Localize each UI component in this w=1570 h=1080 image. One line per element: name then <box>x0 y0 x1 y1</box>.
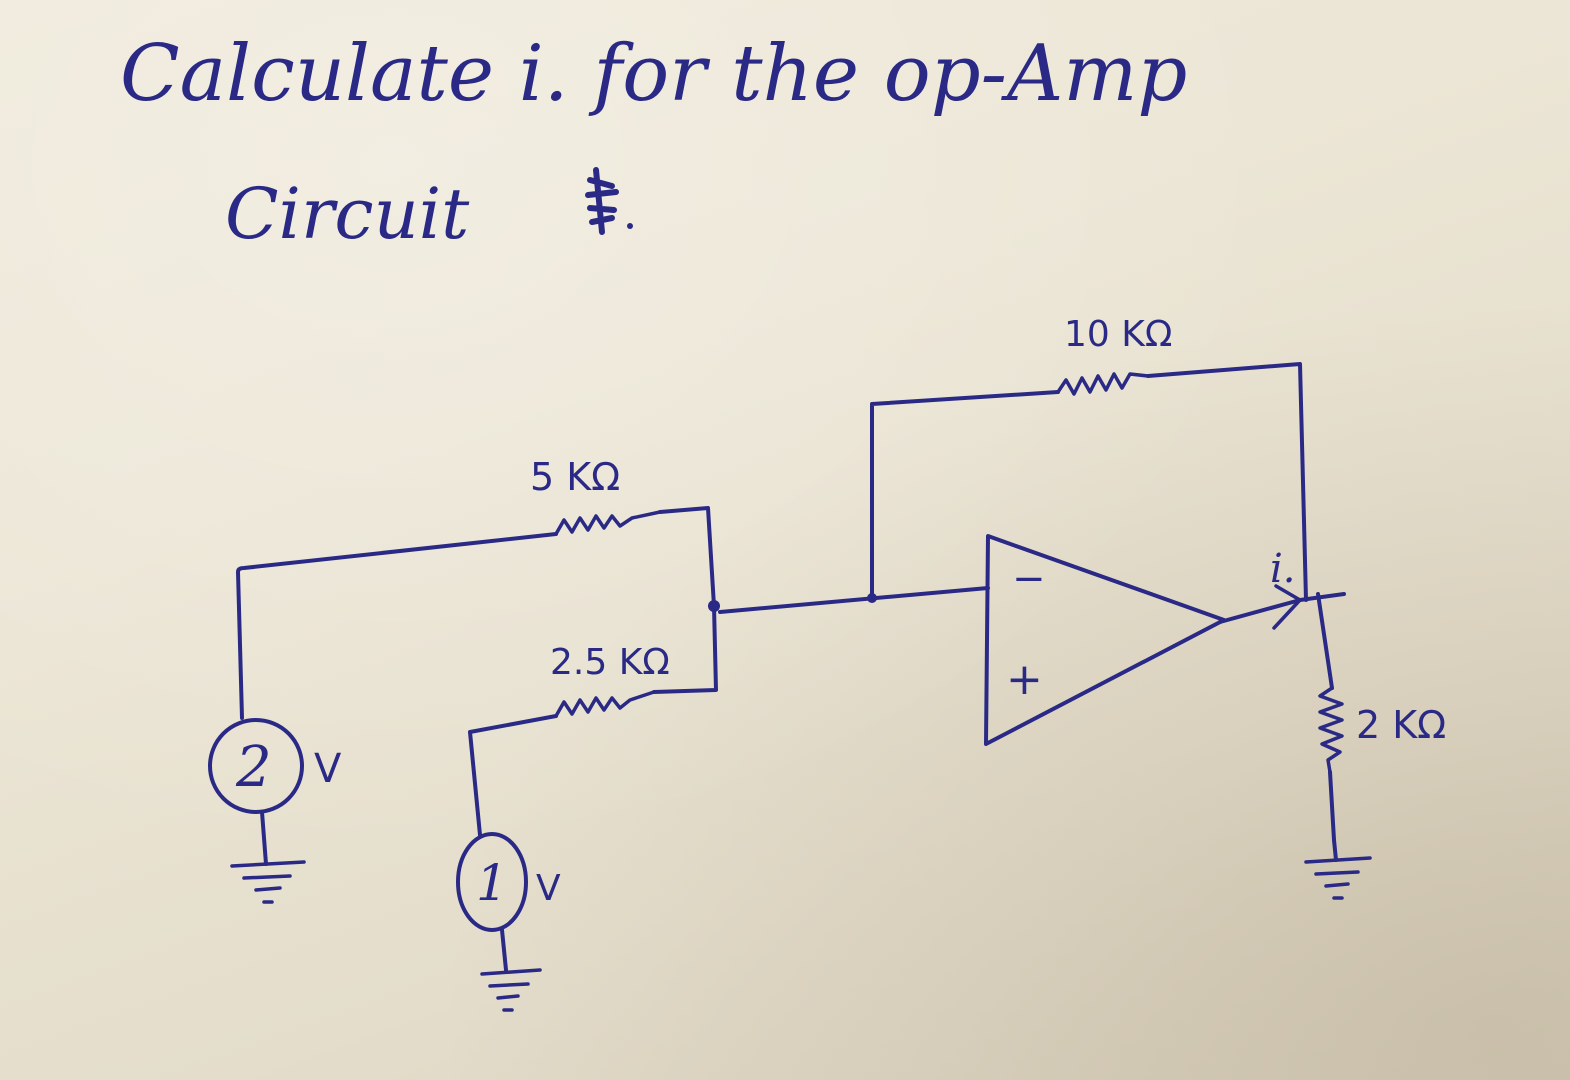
resistor-5k-label: 5 KΩ <box>530 455 620 499</box>
feedback-resistor: 10 KΩ <box>1056 314 1172 396</box>
junction-node <box>867 593 877 603</box>
output-current-label: i. <box>1270 546 1296 592</box>
source-1v-unit: V <box>536 868 561 909</box>
voltage-source-1v: 1 V <box>456 832 561 932</box>
junction-node <box>708 600 720 612</box>
op-amp-symbol: − + <box>984 534 1226 746</box>
ground-symbol <box>480 928 542 1012</box>
inverting-input-sign: − <box>1012 556 1046 602</box>
resistor-2-5k-label: 2.5 KΩ <box>550 642 670 683</box>
wires <box>236 362 1346 842</box>
noninverting-input-sign: + <box>1006 654 1043 705</box>
source-1v-value: 1 <box>476 854 508 912</box>
feedback-resistor-label: 10 KΩ <box>1064 314 1172 355</box>
voltage-source-2v: 2 V <box>208 718 342 814</box>
problem-line-1: Calculate i. for the op-Amp <box>120 29 1187 119</box>
resistor-5k: 5 KΩ <box>530 455 662 536</box>
output-current-arrow <box>1272 584 1302 630</box>
load-resistor-label: 2 KΩ <box>1356 703 1446 747</box>
ground-symbol <box>1304 838 1372 900</box>
resistor-2-5k: 2.5 KΩ <box>550 642 670 718</box>
source-2v-unit: V <box>314 746 342 792</box>
scribble-mark <box>585 167 633 235</box>
ground-symbol <box>230 810 306 904</box>
load-resistor: 2 KΩ <box>1318 686 1446 774</box>
problem-line-2: Circuit <box>225 173 470 255</box>
source-2v-value: 2 <box>235 735 272 800</box>
